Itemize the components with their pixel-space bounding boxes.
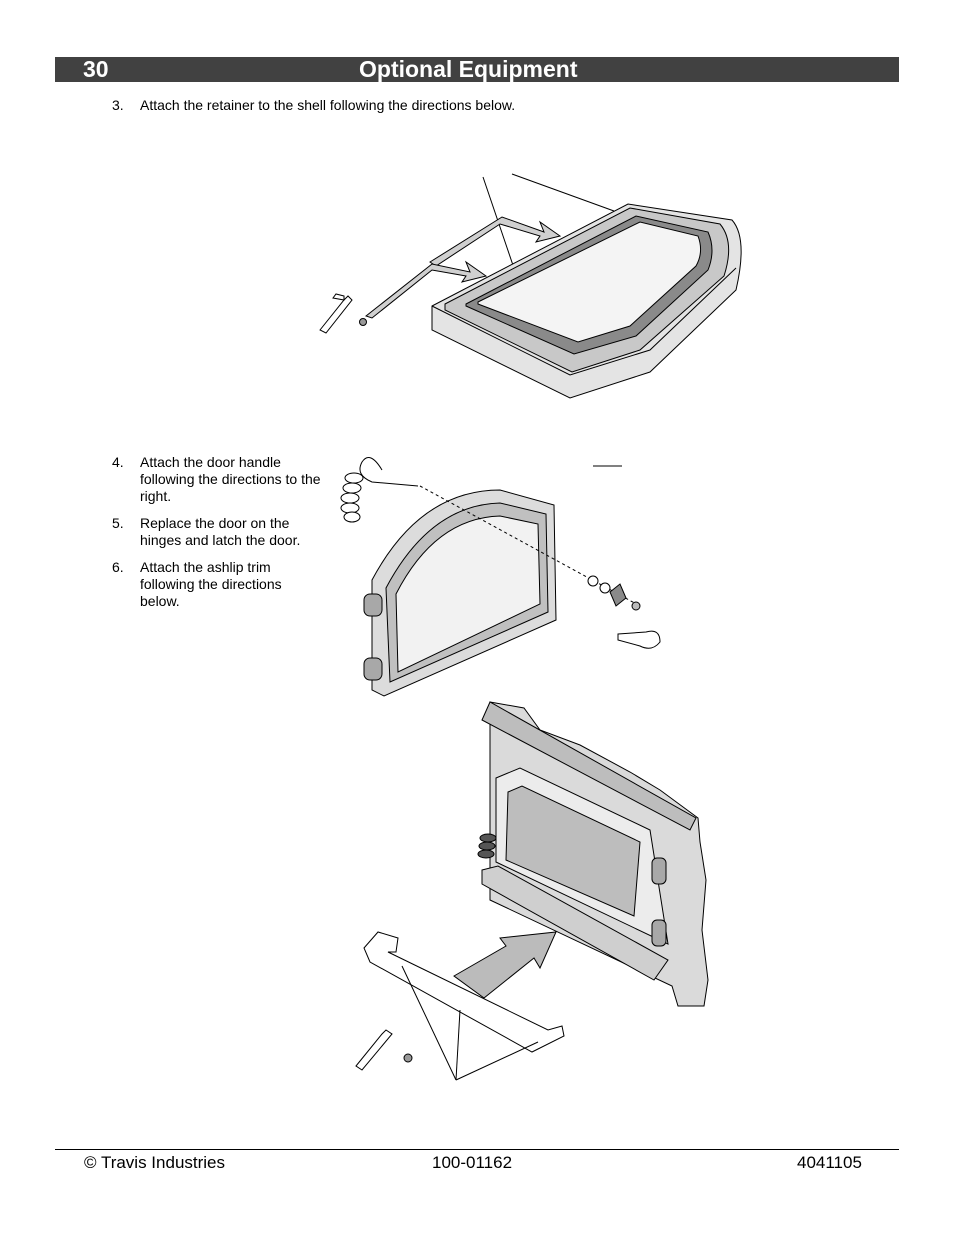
step-text: Replace the door on the hinges and latch… xyxy=(140,515,301,548)
retainer-shell-illustration xyxy=(319,173,742,399)
section-header-bar: 30 Optional Equipment xyxy=(55,57,899,82)
door-handle-illustration xyxy=(340,457,661,697)
footer-divider xyxy=(55,1149,899,1150)
step-number: 5. xyxy=(112,515,124,531)
ashlip-trim-illustration xyxy=(355,701,709,1081)
step-number: 3. xyxy=(112,97,124,113)
footer-part-number: 100-01162 xyxy=(432,1153,513,1172)
step-number: 4. xyxy=(112,454,124,470)
footer-document-number: 4041105 xyxy=(797,1153,862,1172)
step-text: Attach the door handle following the dir… xyxy=(140,454,321,504)
footer-copyright: © Travis Industries xyxy=(84,1153,226,1172)
step-number: 6. xyxy=(112,559,124,575)
page-title: Optional Equipment xyxy=(359,56,578,82)
step-text: Attach the ashlip trim following the dir… xyxy=(140,559,282,609)
step-text: Attach the retainer to the shell followi… xyxy=(140,97,516,113)
page-number: 30 xyxy=(83,56,109,82)
